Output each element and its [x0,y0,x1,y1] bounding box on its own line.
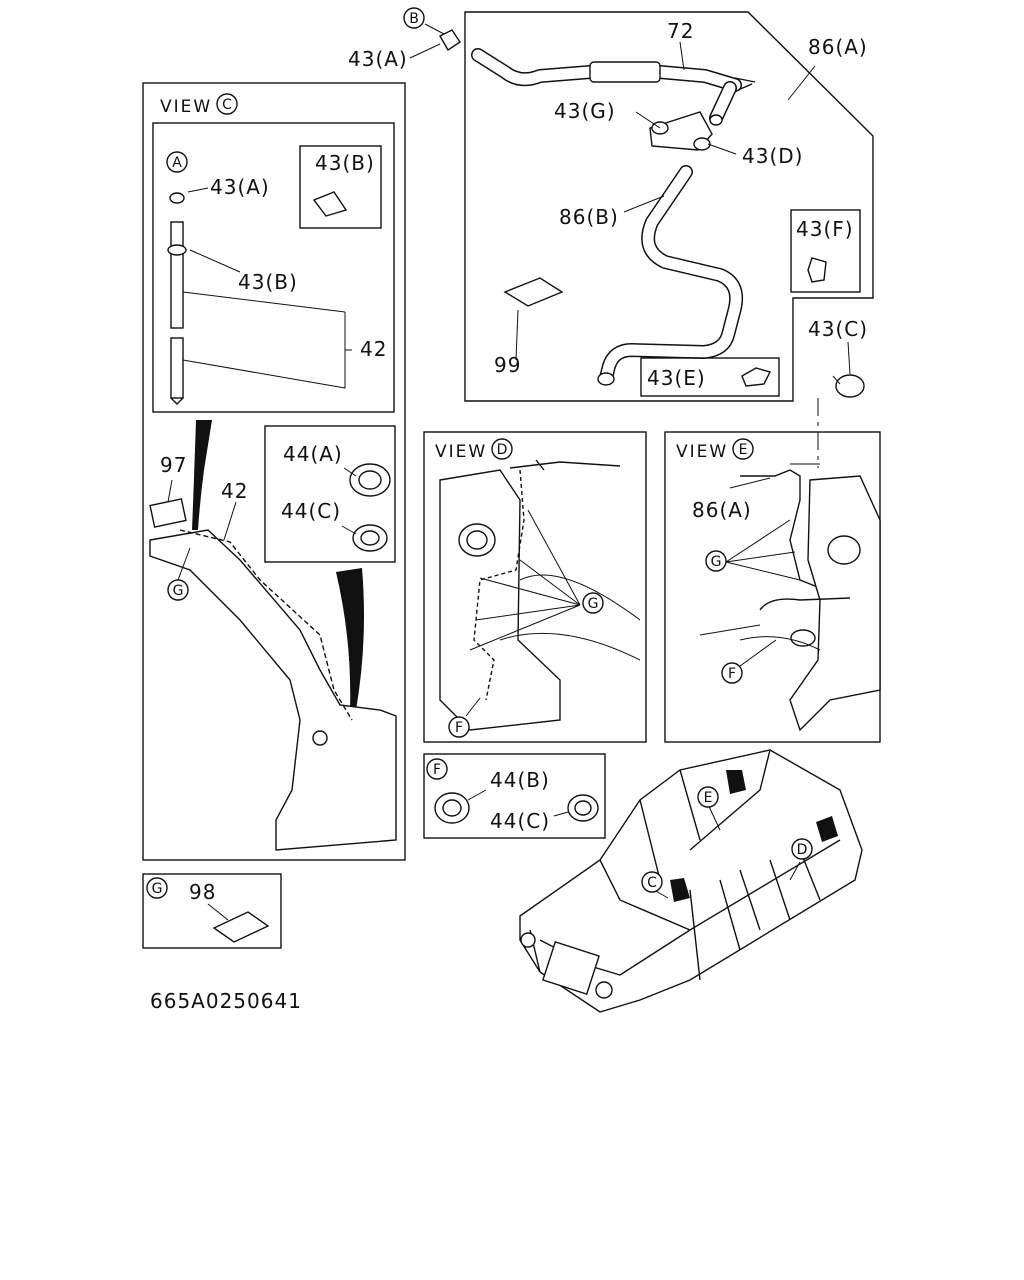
footer-code: 665A0250641 [150,989,302,1013]
label-43B-viewc: 43(B) [238,270,298,294]
view-e-title: VIEW [676,442,728,462]
hose-panel-frame [464,11,874,402]
circle-marker [448,716,470,738]
connector-97 [149,498,187,528]
label-43E: 43(E) [647,366,706,390]
view-c-title: VIEW [160,97,212,117]
leader-wedge-right [336,568,364,710]
letter-b-top: B [409,11,419,27]
label-44B: 44(B) [490,768,550,792]
pipe-42 [170,221,184,329]
circle-marker [403,7,425,29]
label-42-pillar: 42 [221,479,248,503]
circle-marker [732,438,754,460]
view-e-letter: E [739,442,748,458]
circle-marker [491,438,513,460]
label-97: 97 [160,453,187,477]
view-c-letter: C [222,97,232,113]
cap-43A [169,192,185,204]
letter-d-vehicle: D [797,842,808,858]
label-44A: 44(A) [283,442,343,466]
view-c-panel [142,82,406,861]
letter-g-viewd: G [588,596,599,612]
label-44C-left: 44(C) [281,499,341,523]
label-43A-top: 43(A) [348,47,408,71]
circle-marker [697,786,719,808]
grommet-43C [835,374,865,398]
clip-43B [167,244,187,256]
circle-marker [791,838,813,860]
letter-f-inset: F [433,762,441,778]
label-42-detail: 42 [360,337,387,361]
pad-99 [503,277,564,307]
circle-marker [721,662,743,684]
circle-marker [641,871,663,893]
inset-f-panel [423,753,606,839]
inset-43F [790,209,861,293]
label-44C-right: 44(C) [490,809,550,833]
letter-a-viewc: A [172,155,182,171]
label-43B-inset: 43(B) [315,151,375,175]
letter-g-inset: G [152,881,163,897]
view-e-panel [664,431,881,743]
inset-43E [640,357,780,397]
label-86A-viewe: 86(A) [692,498,752,522]
label-43C: 43(C) [808,317,868,341]
wire-harness-42 [179,529,353,721]
inset-g-panel [142,873,282,949]
view-d-panel [423,431,647,743]
label-43G: 43(G) [554,99,616,123]
view-d-frame [423,431,647,743]
inset-f-frame [423,753,606,839]
letter-e-vehicle: E [704,790,713,806]
label-43D: 43(D) [742,144,803,168]
label-43A-viewc: 43(A) [210,175,270,199]
letter-g-viewc: G [173,583,184,599]
pad-98 [212,911,270,943]
label-86B: 86(B) [559,205,619,229]
circle-marker [582,592,604,614]
circle-marker [216,93,238,115]
hose-assembly-panel [409,11,874,468]
label-99: 99 [494,353,521,377]
view-e-body [789,475,881,732]
view-d-letter: D [497,442,508,458]
circle-marker [146,877,168,899]
vehicle-body [519,749,863,1013]
inset-g-frame [142,873,282,949]
inset-44AC [264,425,396,563]
letter-g-viewe: G [711,554,722,570]
label-98: 98 [189,880,216,904]
body-pillar [149,529,397,851]
circle-marker [167,579,189,601]
view-d-title: VIEW [435,442,487,462]
inset-43B [299,145,382,229]
hose-86A-view [740,469,841,597]
letter-c-vehicle: C [647,875,657,891]
letter-f-viewe: F [728,666,736,682]
circle-marker [166,151,188,173]
letter-f-viewd: F [455,720,463,736]
circle-marker [426,758,448,780]
label-72: 72 [667,19,694,43]
label-43F: 43(F) [796,217,854,241]
circle-marker [705,550,727,572]
leader-wedge-top [192,420,212,530]
view-c-detail-frame [152,122,395,413]
label-86A-top: 86(A) [808,35,868,59]
view-d-harness [473,469,525,701]
view-d-body [439,469,561,731]
view-c-frame [142,82,406,861]
muffler-sleeve [589,61,661,83]
clip-43A-top [439,29,461,51]
